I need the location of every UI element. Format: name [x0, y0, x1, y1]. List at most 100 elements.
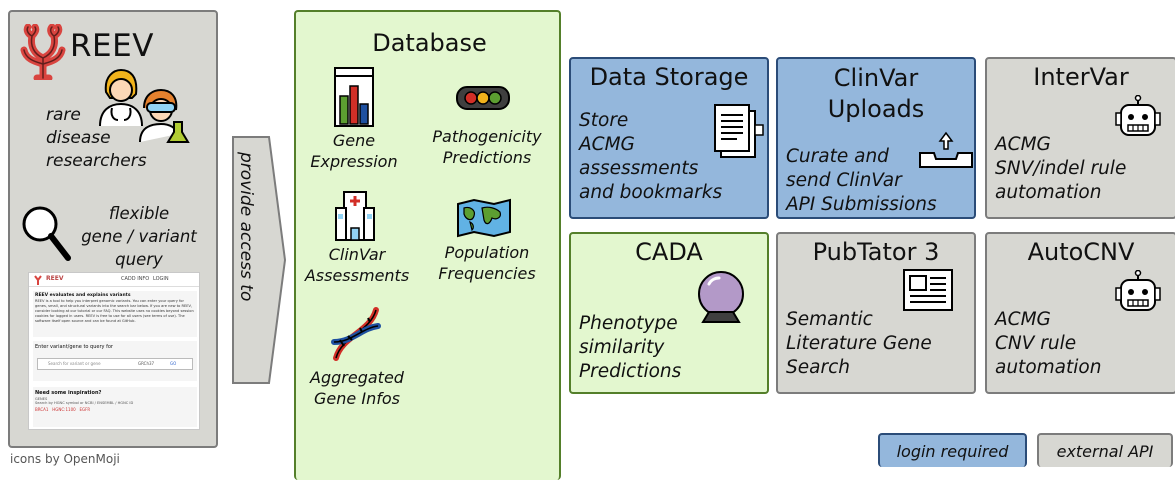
label-line: Assessments	[304, 266, 410, 285]
users-line: rare	[46, 105, 81, 125]
coral-small-icon	[34, 275, 42, 285]
desc-line: ACMG	[579, 134, 635, 155]
legend-external-text: external API	[1056, 442, 1154, 461]
dna-icon	[331, 307, 381, 361]
database-panel: Database Gene Expression Pathogenicity P…	[294, 10, 561, 480]
database-title: Database	[372, 29, 487, 57]
screenshot-example-chip[interactable]: HGNC:1100	[52, 407, 76, 412]
magnifying-glass-icon	[22, 206, 71, 261]
screenshot-example-chip[interactable]: BRCA1	[35, 407, 49, 412]
arrow-label: provide access to	[236, 152, 256, 302]
pubtator-desc: Semantic Literature Gene Search	[786, 308, 932, 380]
pathogenicity-label: Pathogenicity Predictions	[422, 126, 552, 168]
cada-box: CADA Phenotype similarity Predictions	[569, 232, 769, 394]
screenshot-genome-select[interactable]: GRCh37	[138, 361, 155, 366]
legend-login-required: login required	[878, 433, 1027, 467]
label-line: Frequencies	[438, 264, 536, 283]
clinvar-assessments-label: ClinVar Assessments	[302, 244, 412, 286]
screenshot-search-input[interactable]: Search for variant or gene GRCh37 GO	[37, 358, 193, 370]
screenshot-inspiration-sub1: GENES	[35, 397, 48, 401]
legend-login-text: login required	[896, 442, 1009, 461]
aggregated-gene-infos-label: Aggregated Gene Infos	[302, 367, 412, 409]
intervar-title: InterVar	[1033, 63, 1129, 91]
population-frequencies-label: Population Frequencies	[422, 242, 552, 284]
query-line: gene / variant	[81, 227, 197, 246]
desc-line: Semantic	[786, 309, 873, 330]
screenshot-intro-heading: REEV evaluates and explains variants	[35, 293, 131, 298]
desc-line: Phenotype	[579, 313, 678, 334]
label-line: Predictions	[442, 148, 532, 167]
desc-line: automation	[995, 182, 1102, 203]
screenshot-intro-text: REEV is a tool to help you interpret gen…	[35, 299, 194, 323]
label-line: ClinVar	[328, 245, 386, 264]
bar-chart-icon	[334, 67, 374, 127]
desc-line: Literature Gene	[786, 333, 932, 354]
hospital-icon	[335, 191, 375, 241]
autocnv-title: AutoCNV	[1027, 238, 1135, 266]
users-line: researchers	[46, 151, 147, 171]
desc-line: Predictions	[579, 361, 682, 382]
cada-desc: Phenotype similarity Predictions	[579, 312, 681, 384]
screenshot-query-heading: Enter variant/gene to query for	[35, 344, 113, 350]
robot-icon	[1115, 270, 1161, 311]
label-line: Population	[444, 243, 530, 262]
screenshot-inspiration-card: Need some inspiration? GENES Search by H…	[33, 387, 197, 427]
cada-title: CADA	[635, 238, 703, 266]
screenshot-navbar: REEV CADD INFO LOGIN	[29, 273, 199, 287]
desc-line: Store	[579, 110, 629, 131]
reev-query-caption: flexible gene / variant query	[74, 202, 204, 271]
screenshot-search-placeholder: Search for variant or gene	[48, 361, 101, 366]
autocnv-box: AutoCNV ACMG CNV rule automation	[985, 232, 1175, 394]
legend-external-api: external API	[1037, 433, 1173, 467]
crystal-ball-icon	[698, 271, 744, 323]
users-line: disease	[46, 128, 111, 148]
desc-line: ACMG	[995, 134, 1051, 155]
desc-line: and bookmarks	[579, 182, 723, 203]
document-icon	[714, 104, 764, 158]
screenshot-inspiration-heading: Need some inspiration?	[35, 390, 102, 396]
label-line: Aggregated	[310, 368, 404, 387]
desc-line: assessments	[579, 158, 699, 179]
desc-line: Curate and	[786, 146, 889, 167]
screenshot-intro-card: REEV evaluates and explains variants REE…	[33, 291, 197, 337]
newspaper-icon	[903, 269, 953, 311]
coral-logo-icon	[20, 24, 66, 80]
reev-title: REEV	[70, 28, 154, 64]
pubtator-title: PubTator 3	[812, 238, 940, 266]
desc-line: similarity	[579, 337, 665, 358]
icon-credit: icons by OpenMoji	[10, 452, 120, 466]
label-line: Gene Infos	[314, 389, 400, 408]
pubtator-box: PubTator 3 Semantic Literature Gene Sear…	[776, 232, 976, 394]
scientist-icon	[139, 88, 190, 143]
desc-line: CNV rule	[995, 333, 1077, 354]
title-line: ClinVar	[833, 64, 919, 92]
screenshot-nav-login[interactable]: LOGIN	[153, 276, 169, 282]
provide-access-arrow	[232, 136, 287, 384]
data-storage-title: Data Storage	[589, 63, 749, 91]
desc-line: Search	[786, 357, 850, 378]
clinvar-uploads-box: ClinVar Uploads Curate and send ClinVar …	[776, 57, 976, 219]
screenshot-go-button[interactable]: GO	[170, 361, 177, 366]
clinvar-uploads-desc: Curate and send ClinVar API Submissions	[786, 145, 937, 217]
desc-line: automation	[995, 357, 1102, 378]
screenshot-examples: BRCA1 HGNC:1100 EGFR	[33, 405, 197, 414]
autocnv-desc: ACMG CNV rule automation	[995, 308, 1101, 380]
desc-line: ACMG	[995, 309, 1051, 330]
screenshot-nav-cadd[interactable]: CADD INFO	[121, 276, 150, 282]
label-line: Expression	[310, 152, 398, 171]
label-line: Pathogenicity	[432, 127, 542, 146]
traffic-light-icon	[456, 86, 510, 110]
screenshot-inspiration-sub2: Search by HGNC symbol or NCBI / ENSEMBL …	[35, 401, 134, 405]
reev-screenshot: REEV CADD INFO LOGIN REEV evaluates and …	[28, 272, 200, 430]
gene-expression-label: Gene Expression	[304, 130, 404, 172]
intervar-desc: ACMG SNV/indel rule automation	[995, 133, 1126, 205]
query-line: query	[115, 250, 163, 269]
reev-users-caption: rare disease researchers	[46, 104, 147, 173]
screenshot-brand: REEV	[46, 275, 64, 282]
query-line: flexible	[108, 204, 170, 223]
screenshot-example-chip[interactable]: EGFR	[79, 407, 91, 412]
title-line: Uploads	[827, 95, 925, 123]
clinvar-uploads-title: ClinVar Uploads	[778, 63, 974, 125]
screenshot-query-card: Enter variant/gene to query for Search f…	[33, 341, 197, 381]
robot-icon	[1115, 95, 1161, 136]
